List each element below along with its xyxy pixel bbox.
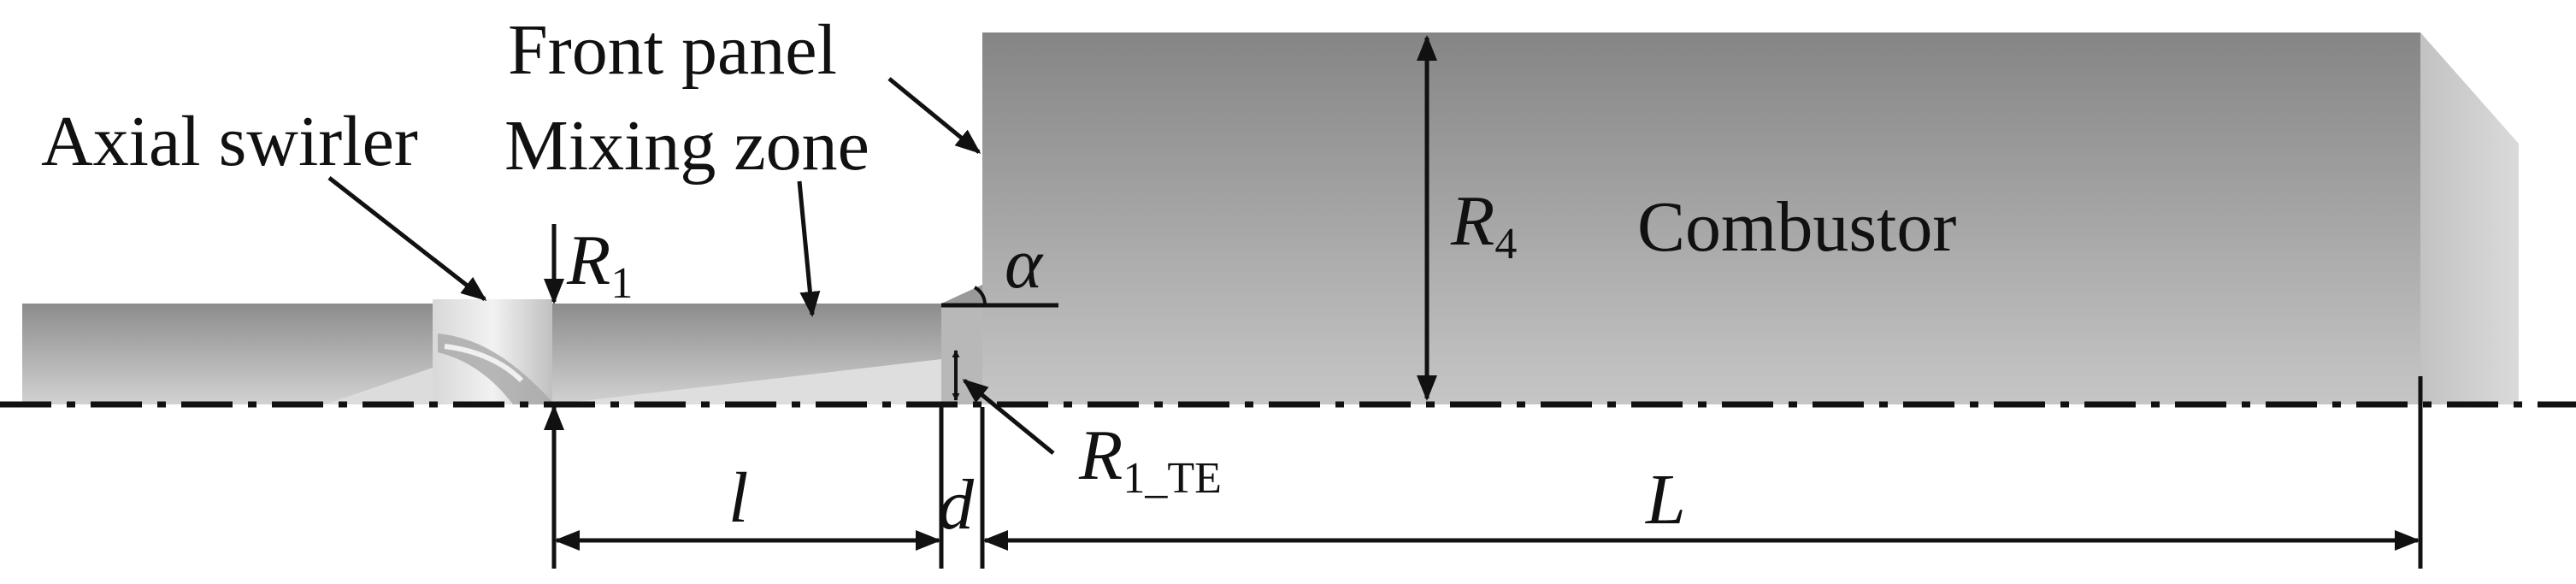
label-mixing-zone: Mixing zone [504, 106, 869, 186]
leader-mixing-zone [797, 180, 821, 317]
symbol-r4: R4 [1450, 181, 1517, 268]
combustor-outlet [2420, 32, 2519, 404]
leader-r1te [962, 379, 1055, 455]
label-axial-swirler: Axial swirler [41, 102, 418, 181]
trailing-edge-cone [941, 285, 982, 304]
leader-front-panel [887, 77, 981, 154]
leader-axial-swirler [327, 176, 487, 301]
alpha-arc [973, 286, 987, 306]
symbol-r1: R1 [566, 221, 633, 308]
label-combustor: Combustor [1637, 187, 1956, 267]
label-front-panel: Front panel [508, 10, 837, 90]
symbol-L: L [1645, 460, 1686, 540]
inlet-inner-wedge [325, 368, 433, 404]
symbol-r1te: R1_TE [1078, 416, 1222, 503]
symbol-l: l [728, 458, 748, 538]
symbol-d: d [938, 465, 975, 545]
inlet-tube [22, 304, 433, 404]
mixing-zone-flow-surface [552, 359, 941, 404]
swirler-highlight [444, 344, 524, 383]
combustor-body [982, 32, 2420, 404]
symbol-alpha: α [1005, 224, 1044, 304]
